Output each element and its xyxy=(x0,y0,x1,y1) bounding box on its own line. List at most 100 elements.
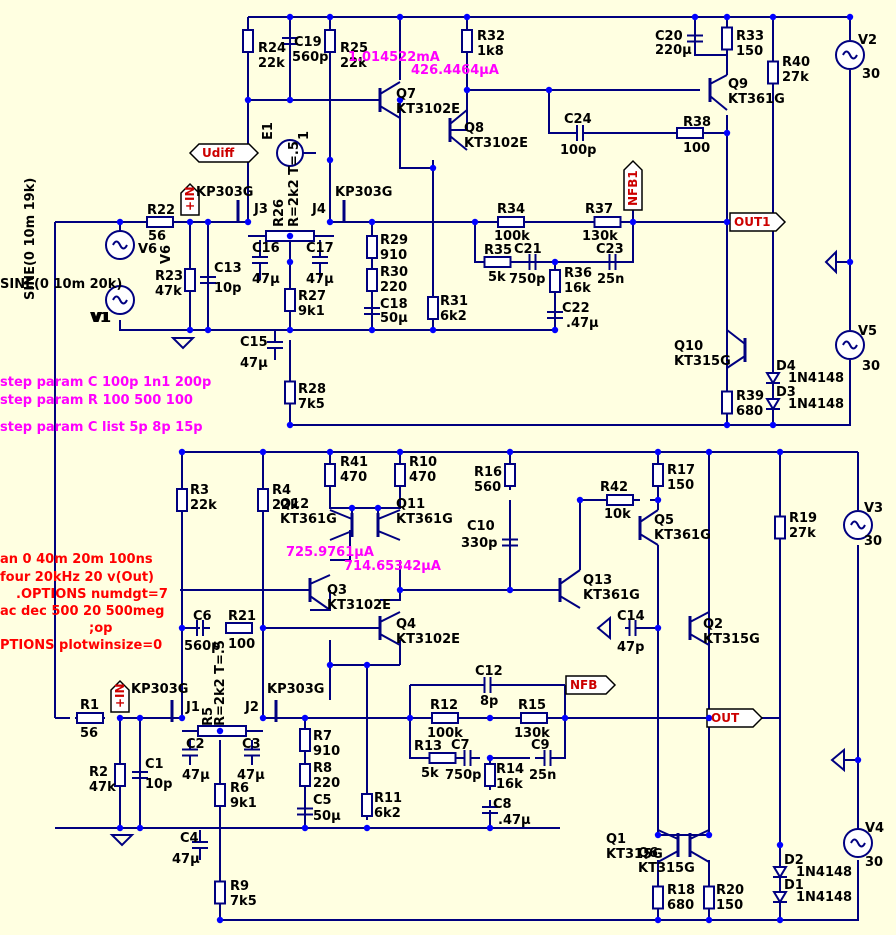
c20-name: C20 xyxy=(655,29,683,44)
junction-dot xyxy=(244,218,252,226)
resistor-r25[interactable] xyxy=(324,29,336,53)
q7-current-probe: 1.014522mA xyxy=(348,50,440,65)
resistor-r10[interactable] xyxy=(394,463,406,487)
resistor-r22[interactable] xyxy=(146,216,174,228)
resistor-r41[interactable] xyxy=(324,463,336,487)
r25-name: R25 xyxy=(340,41,368,56)
junction-dot xyxy=(705,448,713,456)
junction-dot xyxy=(244,96,252,104)
resistor-r18[interactable] xyxy=(652,885,664,910)
plus-in-bottom-label-box xyxy=(110,679,130,713)
diode-d1[interactable] xyxy=(772,891,788,904)
resistor-r24[interactable] xyxy=(242,29,254,53)
resistor-r34[interactable] xyxy=(497,216,525,228)
resistor-r7[interactable] xyxy=(299,728,311,752)
resistor-r36[interactable] xyxy=(549,269,561,293)
collector-lead xyxy=(379,81,401,95)
resistor-r11[interactable] xyxy=(361,793,373,817)
resistor-r21[interactable] xyxy=(225,622,253,634)
q5-value: KT361G xyxy=(654,528,711,543)
q1-name: Q1 xyxy=(606,832,626,847)
q12-current-probe: 725.9761µA xyxy=(286,545,374,560)
q8-current-probe: 426.4464µA xyxy=(411,63,499,78)
sine-icon xyxy=(842,340,858,350)
ground-icon xyxy=(824,249,837,275)
diode-d2[interactable] xyxy=(772,866,788,879)
r13-value: 5k xyxy=(421,766,439,781)
resistor-r29[interactable] xyxy=(366,235,378,259)
v4-name: V4 xyxy=(865,821,884,836)
resistor-r23[interactable] xyxy=(184,268,196,292)
junction-dot xyxy=(286,232,294,240)
resistor-r39[interactable] xyxy=(721,390,733,415)
diode-d4[interactable] xyxy=(765,372,781,385)
r11-value: 6k2 xyxy=(374,806,401,821)
d4-name: D4 xyxy=(776,359,796,374)
c9-name: C9 xyxy=(531,738,550,753)
resistor-r28[interactable] xyxy=(284,380,296,405)
q10-value: KT315G xyxy=(674,354,731,369)
junction-dot xyxy=(326,661,334,669)
c2-value: 47µ xyxy=(182,768,210,783)
c1-value: 10p xyxy=(145,777,172,792)
dependent-source-e1[interactable] xyxy=(276,139,304,167)
j3-name: J3 xyxy=(253,202,268,217)
resistor-r42[interactable] xyxy=(606,494,634,506)
resistor-r19[interactable] xyxy=(774,515,786,540)
resistor-r3[interactable] xyxy=(176,488,188,512)
resistor-r37[interactable] xyxy=(593,216,622,228)
resistor-r35[interactable] xyxy=(483,256,512,268)
c5-value: 50µ xyxy=(313,809,341,824)
r23-name: R23 xyxy=(155,269,183,284)
wire-75 xyxy=(262,700,305,719)
diode-d3[interactable] xyxy=(765,398,781,411)
c2-name: C2 xyxy=(186,737,205,752)
q13-value: KT361G xyxy=(583,588,640,603)
resistor-r38[interactable] xyxy=(676,127,704,139)
ground-icon xyxy=(830,747,845,773)
junction-dot xyxy=(846,258,854,266)
resistor-r9[interactable] xyxy=(214,880,226,905)
junction-dot xyxy=(506,586,514,594)
resistor-r14[interactable] xyxy=(484,763,496,787)
resistor-r31[interactable] xyxy=(427,296,439,320)
emitter-lead xyxy=(379,633,401,646)
resistor-r17[interactable] xyxy=(652,463,664,487)
resistor-r16[interactable] xyxy=(504,463,516,487)
c10-name: C10 xyxy=(467,519,495,534)
resistor-r30[interactable] xyxy=(366,268,378,292)
r40-value: 27k xyxy=(782,70,809,85)
resistor-r40[interactable] xyxy=(767,60,779,85)
r31-name: R31 xyxy=(440,294,468,309)
resistor-r33[interactable] xyxy=(721,26,733,51)
directive-ac: ac dec 500 20 500meg xyxy=(0,604,164,619)
resistor-r6[interactable] xyxy=(214,783,226,807)
c20-value: 220µ xyxy=(655,43,692,58)
r29-value: 910 xyxy=(380,248,407,263)
resistor-r15[interactable] xyxy=(520,712,548,724)
q2-name: Q2 xyxy=(703,617,723,632)
resistor-r32[interactable] xyxy=(461,29,473,53)
resistor-r2[interactable] xyxy=(114,763,126,787)
resistor-r27[interactable] xyxy=(284,288,296,312)
junction-dot xyxy=(463,86,471,94)
r17-value: 150 xyxy=(667,478,694,493)
c18-name: C18 xyxy=(380,297,408,312)
resistor-r12[interactable] xyxy=(431,712,459,724)
junction-dot xyxy=(545,86,553,94)
junction-dot xyxy=(286,13,294,21)
resistor-r1[interactable] xyxy=(76,712,104,724)
wire-29 xyxy=(555,222,634,263)
resistor-r8[interactable] xyxy=(299,763,311,787)
q6-value: KT315G xyxy=(638,861,695,876)
collector-lead xyxy=(657,829,679,840)
nfb-label-box xyxy=(565,675,617,695)
resistor-r13[interactable] xyxy=(428,752,457,764)
r15-value: 130k xyxy=(514,726,550,741)
resistor-r4[interactable] xyxy=(257,488,269,512)
c4-name: C4 xyxy=(180,831,199,846)
junction-dot xyxy=(654,916,662,924)
r31-value: 6k2 xyxy=(440,309,467,324)
resistor-r20[interactable] xyxy=(703,885,715,910)
